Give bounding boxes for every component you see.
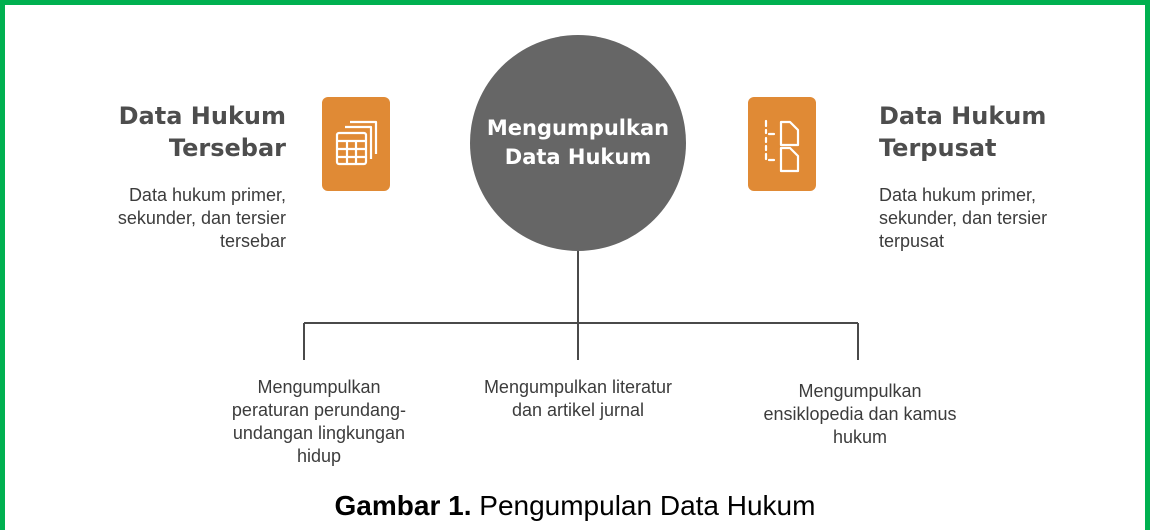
branch-label-middle: Mengumpulkan literatur dan artikel jurna… (483, 377, 673, 420)
left-icon-box (322, 97, 390, 191)
left-description: Data hukum primer, sekunder, dan tersier… (117, 185, 286, 251)
right-icon-box (748, 97, 816, 191)
branch-label-left: Mengumpulkan peraturan perundang- undang… (231, 377, 407, 466)
center-circle: Mengumpulkan Data Hukum (470, 35, 686, 251)
caption-text: Pengumpulan Data Hukum (479, 490, 816, 521)
branch-label-right: Mengumpulkan ensiklopedia dan kamus huku… (763, 381, 957, 447)
right-description: Data hukum primer, sekunder, dan tersier… (879, 185, 1048, 251)
center-label: Mengumpulkan Data Hukum (486, 116, 670, 169)
file-tree-icon (764, 119, 800, 173)
caption-number: Gambar 1. (334, 490, 472, 521)
right-heading: Data Hukum Terpusat (879, 102, 1047, 162)
figure-caption: Gambar 1. Pengumpulan Data Hukum (0, 490, 1150, 522)
left-heading: Data Hukum Tersebar (118, 102, 286, 162)
table-stack-icon (335, 120, 378, 166)
